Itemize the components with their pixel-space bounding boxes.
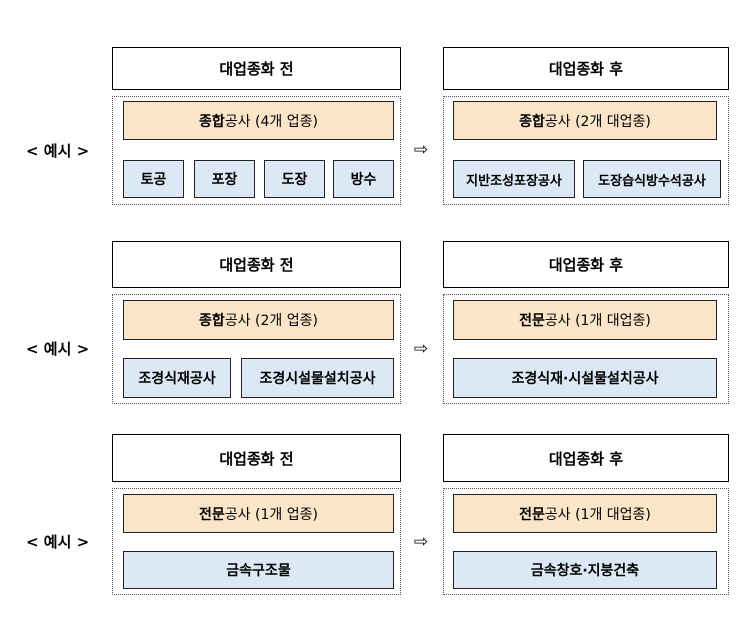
main-detail: 공사 (2개 대업종) xyxy=(544,113,651,130)
before-item: 금속구조물 xyxy=(123,551,394,589)
before-item: 포장 xyxy=(194,160,255,198)
after-header: 대업종화 후 xyxy=(443,241,729,288)
main-detail: 공사 (1개 대업종) xyxy=(544,313,651,329)
main-detail: 공사 (1개 업종) xyxy=(224,506,318,523)
before-item: 조경시설물설치공사 xyxy=(241,358,394,398)
main-type: 전문 xyxy=(519,506,545,523)
main-detail: 공사 (1개 대업종) xyxy=(544,506,651,523)
before-item: 조경식재공사 xyxy=(123,358,231,398)
example-label: < 예시 > xyxy=(26,533,90,551)
before-header: 대업종화 전 xyxy=(112,241,401,288)
before-item: 토공 xyxy=(123,160,184,198)
after-item: 금속창호·지붕건축 xyxy=(453,551,717,589)
before-header: 대업종화 전 xyxy=(112,434,401,482)
example-label: < 예시 > xyxy=(26,142,90,160)
before-item: 도장 xyxy=(264,160,325,198)
main-type: 전문 xyxy=(199,506,225,523)
right-arrow-icon: ⇨ xyxy=(413,140,429,160)
right-arrow-icon: ⇨ xyxy=(413,532,429,552)
main-type: 종합 xyxy=(199,113,225,130)
main-detail: 공사 (2개 업종) xyxy=(224,313,318,329)
after-header: 대업종화 후 xyxy=(443,434,729,482)
main-detail: 공사 (4개 업종) xyxy=(224,113,318,130)
main-type: 전문 xyxy=(519,313,545,329)
main-type: 종합 xyxy=(519,113,545,130)
main-type: 종합 xyxy=(199,313,225,329)
after-header: 대업종화 후 xyxy=(443,47,729,90)
before-header: 대업종화 전 xyxy=(112,47,401,90)
after-item: 조경식재·시설물설치공사 xyxy=(453,358,717,398)
after-item: 도장습식방수석공사 xyxy=(583,160,721,198)
after-item: 지반조성포장공사 xyxy=(453,160,575,198)
right-arrow-icon: ⇨ xyxy=(413,339,429,359)
before-item: 방수 xyxy=(333,160,394,198)
example-label: < 예시 > xyxy=(26,340,90,358)
